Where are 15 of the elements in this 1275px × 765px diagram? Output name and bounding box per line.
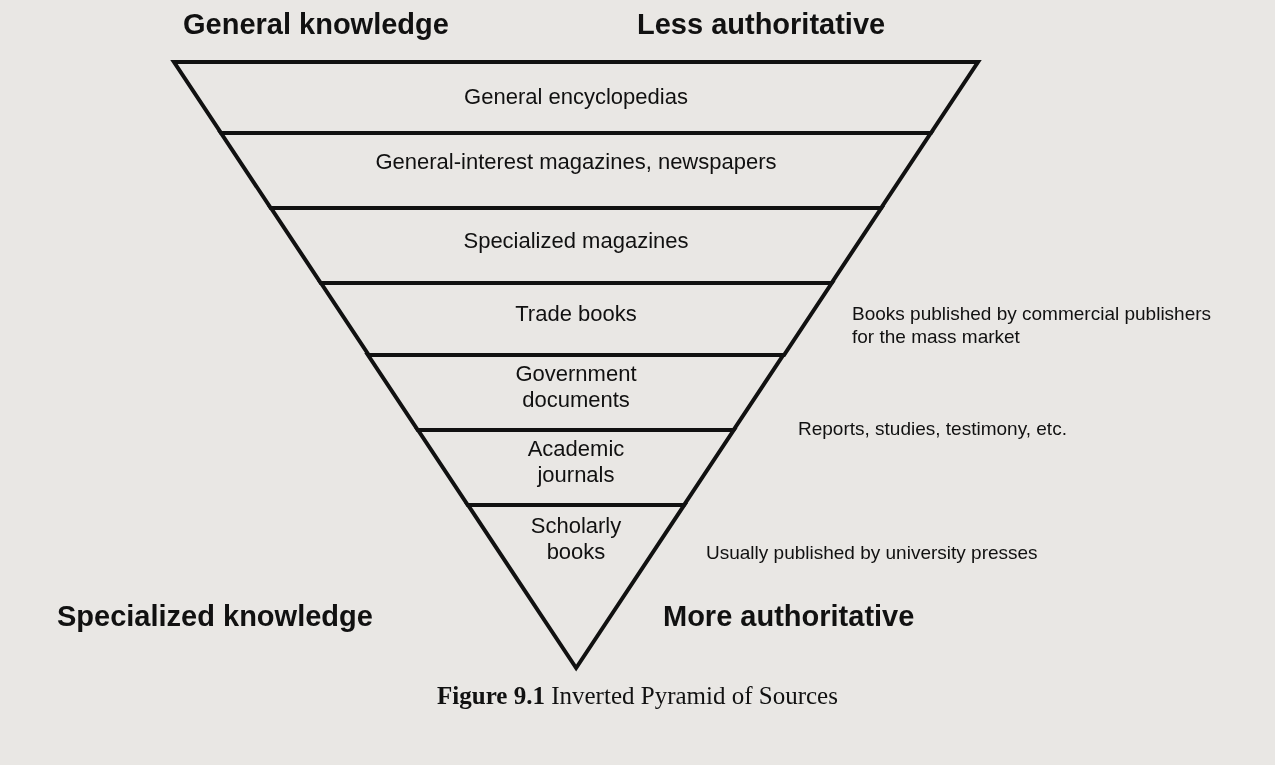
band-label: General-interest magazines, newspapers bbox=[374, 149, 778, 175]
side-note: Usually published by university presses bbox=[706, 541, 1039, 564]
band-label: Academic journals bbox=[526, 436, 626, 488]
heading-label: Less authoritative bbox=[637, 8, 886, 41]
band-label: General encyclopedias bbox=[463, 84, 689, 110]
band-label: Scholarly books bbox=[529, 513, 623, 565]
band-label: Government documents bbox=[514, 361, 638, 413]
heading-label: General knowledge bbox=[183, 8, 449, 41]
band-label: Specialized magazines bbox=[462, 228, 690, 254]
band-label: Trade books bbox=[514, 301, 638, 327]
heading-label: More authoritative bbox=[663, 600, 915, 633]
side-note: Reports, studies, testimony, etc. bbox=[798, 417, 1068, 440]
side-note: Books published by commercial publishers for the mass market bbox=[852, 302, 1212, 348]
figure-caption: Figure 9.1 Inverted Pyramid of Sources bbox=[436, 682, 839, 710]
heading-label: Specialized knowledge bbox=[57, 600, 373, 633]
